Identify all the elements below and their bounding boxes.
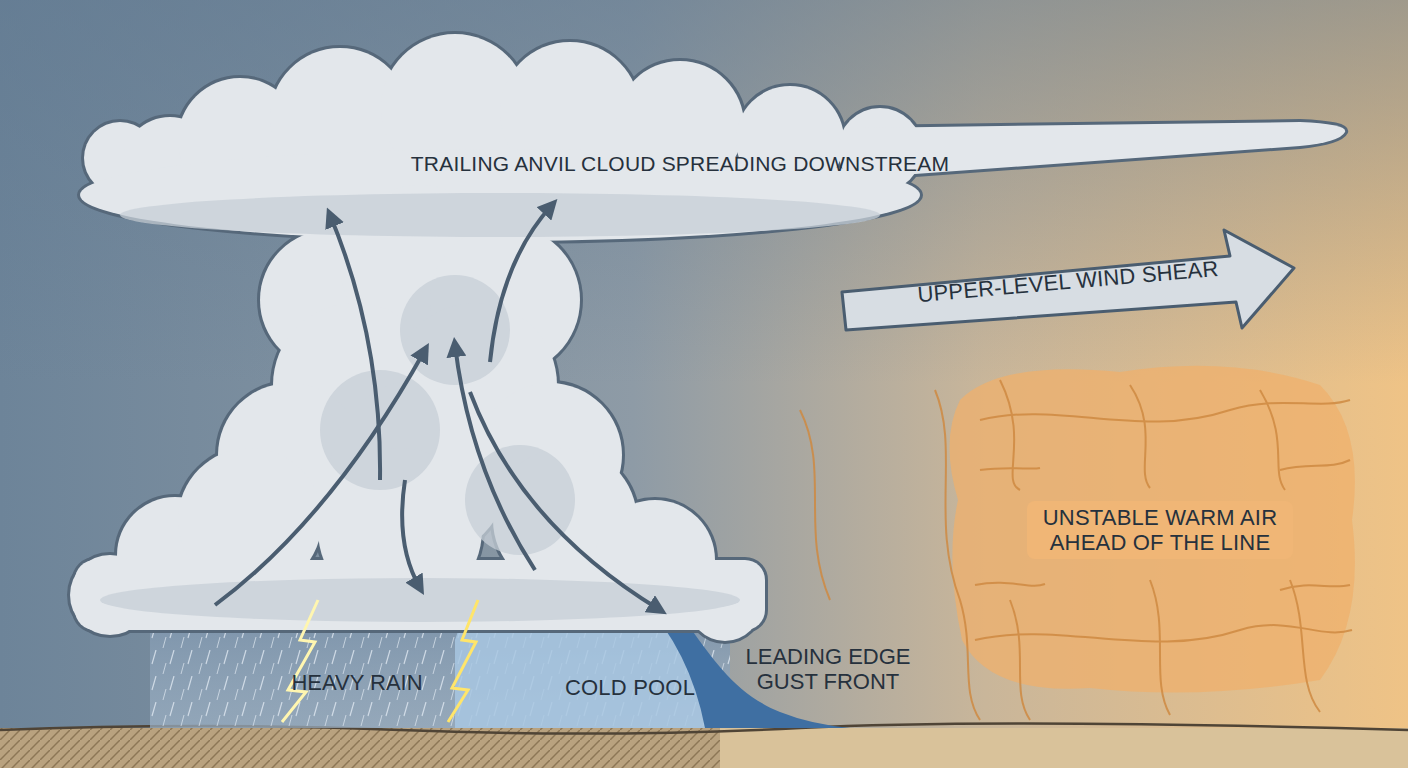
arrow-outline — [842, 230, 1294, 330]
region-label: COLD POOL — [565, 675, 695, 700]
region-label-box: TRAILING ANVIL CLOUD SPREADING DOWNSTREA… — [360, 142, 1000, 186]
cloud-shading — [100, 193, 880, 622]
warm-air-mass — [949, 366, 1354, 693]
lightning-bolt — [448, 600, 478, 722]
airflow-arrows — [215, 205, 660, 610]
region-label-box: UNSTABLE WARM AIR AHEAD OF THE LINE — [990, 478, 1330, 582]
ground — [0, 728, 1408, 768]
region-label: HEAVY RAIN — [262, 670, 452, 695]
region-label: LEADING EDGE GUST FRONT — [738, 644, 918, 695]
cloud-outline — [70, 34, 1345, 641]
region-label-box: COLD POOL — [545, 668, 715, 708]
lightning-bolt — [282, 600, 318, 722]
region-label: UNSTABLE WARM AIR AHEAD OF THE LINE — [1027, 501, 1293, 560]
wind-shear-arrow: UPPER-LEVEL WIND SHEAR — [838, 226, 1298, 332]
cloud-body — [70, 34, 1345, 641]
region-label: TRAILING ANVIL CLOUD SPREADING DOWNSTREA… — [411, 152, 949, 176]
